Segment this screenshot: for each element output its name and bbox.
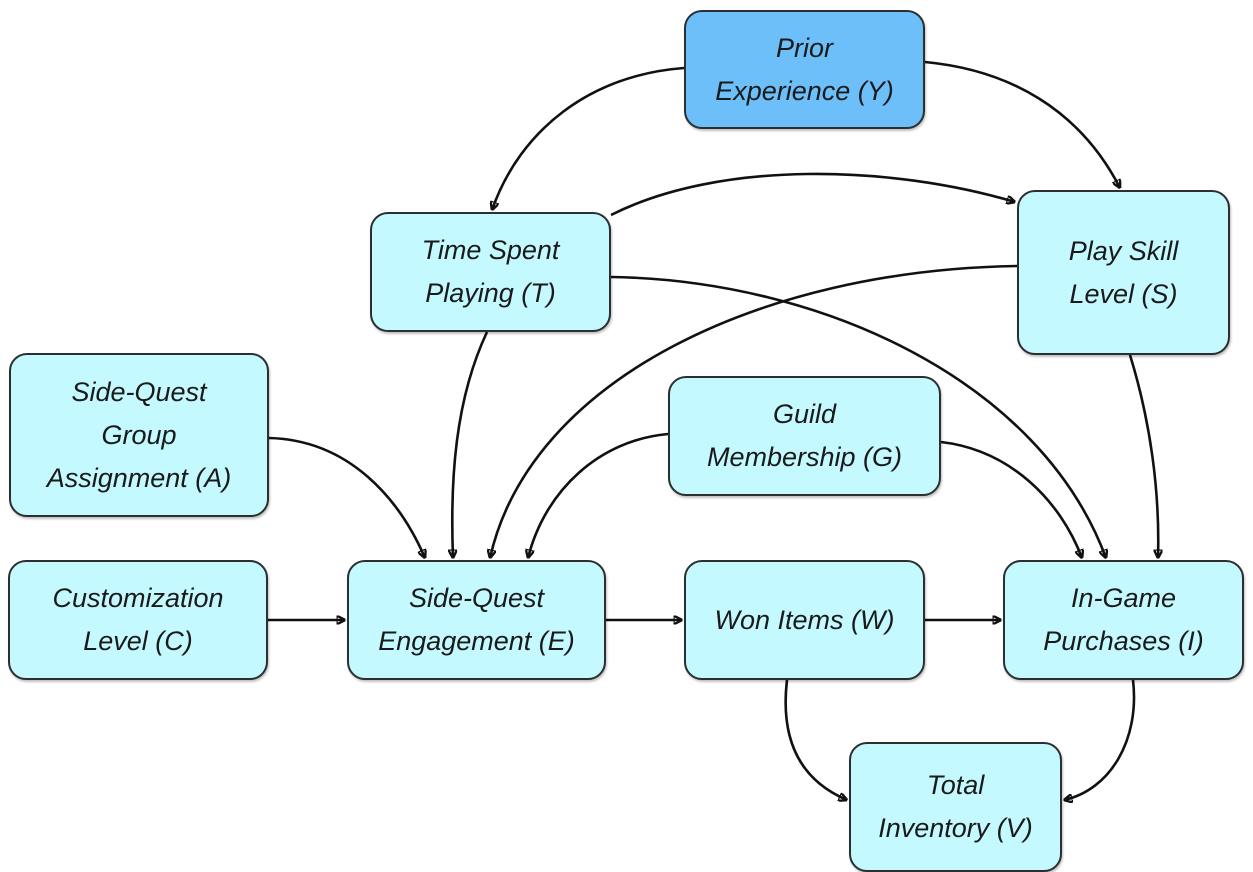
edge-g-to-e: [528, 432, 669, 558]
edge-y-to-s: [924, 60, 1120, 188]
node-label: Side-Quest Group Assignment (A): [46, 376, 232, 493]
edge-w-to-v: [784, 679, 847, 800]
edge-y-to-t: [492, 66, 685, 210]
node-side-quest-engagement[interactable]: Side-Quest Engagement (E): [347, 560, 606, 680]
node-play-skill-level[interactable]: Play Skill Level (S): [1017, 190, 1230, 355]
node-prior-experience[interactable]: Prior Experience (Y): [684, 10, 925, 129]
edge-t-to-e: [452, 331, 489, 558]
node-won-items[interactable]: Won Items (W): [684, 560, 925, 680]
edge-t-to-i: [610, 275, 1106, 558]
node-label: Side-Quest Engagement (E): [378, 583, 575, 656]
edge-g-to-i: [940, 440, 1082, 558]
node-label: Play Skill Level (S): [1068, 235, 1179, 309]
node-time-spent-playing[interactable]: Time Spent Playing (T): [370, 212, 611, 332]
edge-i-to-v: [1064, 679, 1136, 800]
edge-s-to-i: [1128, 354, 1158, 558]
node-label: Customization Level (C): [52, 583, 224, 656]
node-label: Guild Membership (G): [706, 399, 903, 472]
node-label: Time Spent Playing (T): [421, 235, 560, 308]
node-side-quest-group-assignment[interactable]: Side-Quest Group Assignment (A): [9, 353, 269, 517]
node-label: In-Game Purchases (I): [1043, 583, 1204, 656]
node-in-game-purchases[interactable]: In-Game Purchases (I): [1003, 560, 1244, 680]
node-label: Won Items (W): [714, 604, 895, 635]
node-total-inventory[interactable]: Total Inventory (V): [849, 742, 1062, 872]
node-label: Total Inventory (V): [878, 770, 1033, 843]
node-customization-level[interactable]: Customization Level (C): [8, 560, 268, 680]
node-guild-membership[interactable]: Guild Membership (G): [668, 376, 941, 496]
edge-s-to-e: [490, 264, 1018, 558]
causal-diagram: Prior Experience (Y) Time Spent Playing …: [8, 10, 1253, 872]
node-label: Prior Experience (Y): [715, 32, 894, 106]
edge-t-to-s: [610, 172, 1015, 217]
edge-a-to-e: [268, 436, 425, 558]
edges-layer: [268, 60, 1253, 850]
